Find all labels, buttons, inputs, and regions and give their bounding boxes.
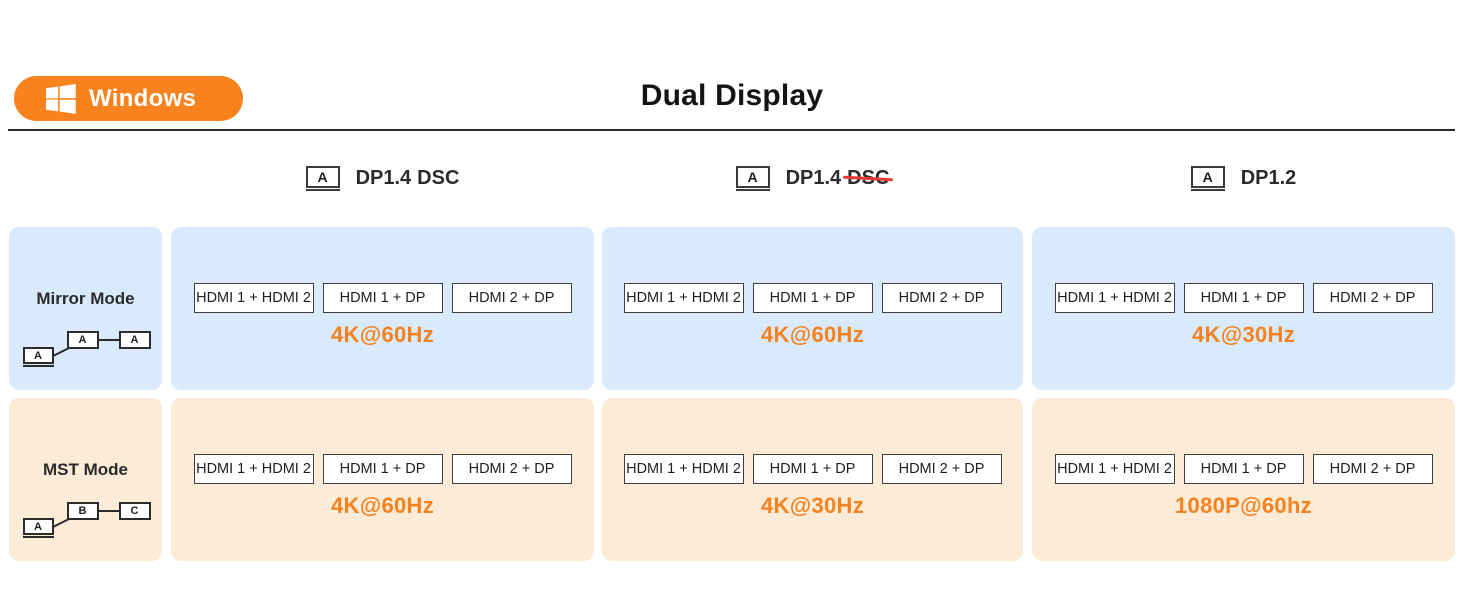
column-header-dp12: A DP1.2: [1032, 163, 1455, 193]
page-title: Dual Display: [640, 79, 824, 112]
diagram-source-monitor: A: [22, 518, 54, 538]
resolution-label: 4K@30Hz: [760, 493, 865, 518]
mode-label: Mirror Mode: [36, 289, 135, 308]
monitor-letter: A: [1190, 165, 1225, 188]
combo-row: HDMI 1 + HDMI 2 HDMI 1 + DP HDMI 2 + DP: [1054, 454, 1433, 484]
monitor-letter: A: [735, 165, 770, 188]
column-label-prefix: DP1.4: [785, 166, 842, 189]
combo-box: HDMI 1 + DP: [322, 454, 443, 484]
combo-row: HDMI 1 + HDMI 2 HDMI 1 + DP HDMI 2 + DP: [193, 454, 572, 484]
diagram-display2-box: A: [118, 331, 151, 349]
mode-label: MST Mode: [43, 460, 128, 479]
resolution-label: 4K@60Hz: [330, 493, 435, 518]
matrix-cell-mirror-dp12: HDMI 1 + HDMI 2 HDMI 1 + DP HDMI 2 + DP …: [1032, 227, 1455, 390]
column-label: DP1.2: [1241, 167, 1297, 190]
column-header-dp14-dsc: A DP1.4 DSC: [171, 163, 594, 193]
monitor-base: [22, 536, 54, 538]
monitor-base: [305, 188, 340, 191]
combo-box: HDMI 1 + HDMI 2: [623, 283, 744, 313]
diagram-display2-box: C: [118, 502, 151, 520]
column-header-dp14-no-dsc: A DP1.4 DSC: [602, 163, 1023, 193]
combo-row: HDMI 1 + HDMI 2 HDMI 1 + DP HDMI 2 + DP: [193, 283, 572, 313]
combo-box: HDMI 1 + HDMI 2: [193, 454, 314, 484]
header-divider: [8, 129, 1455, 131]
mirror-topology-diagram: A A A: [11, 325, 161, 371]
combo-box: HDMI 2 + DP: [1312, 283, 1433, 313]
matrix-cell-mst-dp14dsc: HDMI 1 + HDMI 2 HDMI 1 + DP HDMI 2 + DP …: [171, 398, 594, 561]
monitor-a-icon: A: [305, 165, 340, 191]
column-label-suffix: DSC: [417, 166, 460, 189]
mode-label-cell-mirror: Mirror Mode A A A: [9, 227, 162, 390]
resolution-label: 1080P@60hz: [1175, 493, 1312, 518]
mode-label-cell-mst: MST Mode A B C: [9, 398, 162, 561]
resolution-label: 4K@60Hz: [760, 322, 865, 347]
combo-box: HDMI 1 + DP: [752, 283, 873, 313]
combo-box: HDMI 2 + DP: [451, 283, 572, 313]
diagram-display1-box: B: [66, 502, 99, 520]
monitor-letter: A: [305, 165, 340, 188]
combo-box: HDMI 1 + HDMI 2: [1054, 283, 1175, 313]
combo-row: HDMI 1 + HDMI 2 HDMI 1 + DP HDMI 2 + DP: [1054, 283, 1433, 313]
combo-box: HDMI 1 + DP: [1183, 283, 1304, 313]
resolution-label: 4K@30Hz: [1191, 322, 1296, 347]
combo-box: HDMI 2 + DP: [881, 283, 1002, 313]
matrix-cell-mst-dp14: HDMI 1 + HDMI 2 HDMI 1 + DP HDMI 2 + DP …: [602, 398, 1023, 561]
combo-box: HDMI 1 + HDMI 2: [1054, 454, 1175, 484]
column-label-suffix-strikethrough: DSC: [847, 166, 890, 189]
monitor-base: [22, 365, 54, 367]
column-label: DP1.4 DSC: [356, 167, 460, 190]
combo-row: HDMI 1 + HDMI 2 HDMI 1 + DP HDMI 2 + DP: [623, 454, 1002, 484]
diagram-source-letter: A: [22, 347, 54, 364]
matrix-cell-mst-dp12: HDMI 1 + HDMI 2 HDMI 1 + DP HDMI 2 + DP …: [1032, 398, 1455, 561]
monitor-base: [735, 188, 770, 191]
combo-box: HDMI 2 + DP: [1312, 454, 1433, 484]
combo-box: HDMI 1 + HDMI 2: [193, 283, 314, 313]
matrix-cell-mirror-dp14dsc: HDMI 1 + HDMI 2 HDMI 1 + DP HDMI 2 + DP …: [171, 227, 594, 390]
windows-logo-icon: [46, 83, 76, 114]
combo-box: HDMI 2 + DP: [881, 454, 1002, 484]
diagram-display1-box: A: [66, 331, 99, 349]
windows-badge: Windows: [14, 76, 243, 121]
diagram-source-monitor: A: [22, 347, 54, 367]
badge-label: Windows: [89, 84, 197, 112]
monitor-a-icon: A: [735, 165, 770, 191]
monitor-a-icon: A: [1190, 165, 1225, 191]
column-label-prefix: DP1.2: [1240, 166, 1297, 189]
mst-topology-diagram: A B C: [11, 496, 161, 542]
combo-box: HDMI 2 + DP: [451, 454, 572, 484]
combo-box: HDMI 1 + HDMI 2: [623, 454, 744, 484]
matrix-cell-mirror-dp14: HDMI 1 + HDMI 2 HDMI 1 + DP HDMI 2 + DP …: [602, 227, 1023, 390]
combo-box: HDMI 1 + DP: [1183, 454, 1304, 484]
monitor-base: [1190, 188, 1225, 191]
resolution-label: 4K@60Hz: [330, 322, 435, 347]
column-label: DP1.4 DSC: [786, 167, 890, 190]
diagram-source-letter: A: [22, 518, 54, 535]
column-label-prefix: DP1.4: [355, 166, 412, 189]
combo-row: HDMI 1 + HDMI 2 HDMI 1 + DP HDMI 2 + DP: [623, 283, 1002, 313]
combo-box: HDMI 1 + DP: [322, 283, 443, 313]
combo-box: HDMI 1 + DP: [752, 454, 873, 484]
